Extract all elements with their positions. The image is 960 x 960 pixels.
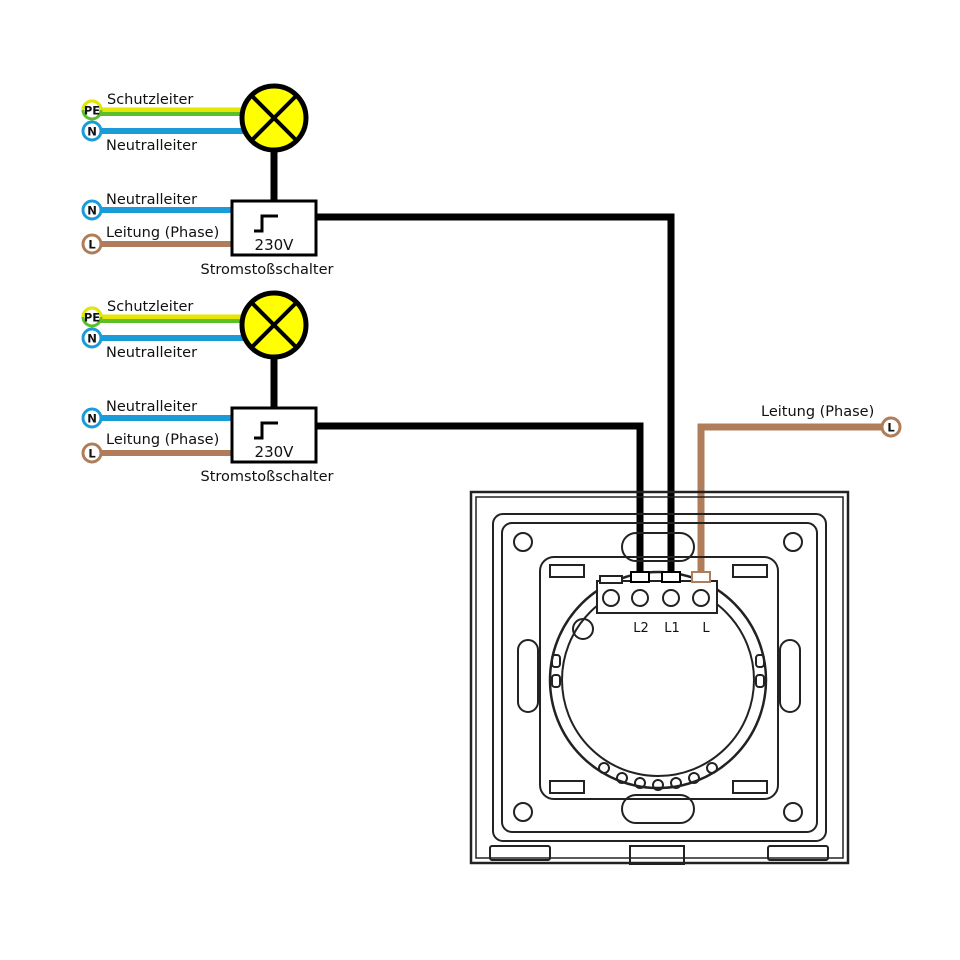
relay-step-icon [254,421,278,440]
neutral-badge: N [81,327,103,349]
neutral-badge: N [81,120,103,142]
relay-phase-badge-text: L [88,238,96,252]
circuit-2: PE Schutzleiter N Neutralleiter N Neutra… [81,290,644,581]
neutral-label: Neutralleiter [106,138,197,154]
terminal-clamp-l [691,571,711,583]
relay-label: Stromstoßschalter [201,262,334,278]
terminal-screw-l1 [662,589,680,607]
neutral-label: Neutralleiter [106,345,197,361]
pe-badge-text: PE [84,104,100,118]
relay-neutral-badge-text: N [87,412,97,426]
supply-phase-badge: L [880,416,902,438]
supply-phase: Leitung (Phase) L [697,404,902,581]
relay-output-wire [316,422,644,581]
pe-label: Schutzleiter [107,299,193,315]
neutral-badge-text: N [87,332,97,346]
relay-step-icon [254,214,278,233]
relay-neutral-label: Neutralleiter [106,192,197,208]
wall-switch [469,490,850,865]
relay-label: Stromstoßschalter [201,469,334,485]
relay-neutral-badge: N [81,199,103,221]
pe-badge: PE [81,306,103,328]
impulse-relay: 230V [230,199,318,257]
terminal-screw [602,589,620,607]
terminal-label-l2: L2 [633,621,649,636]
pe-label: Schutzleiter [107,92,193,108]
circuit-1: PE Schutzleiter N Neutralleiter N Neutra… [81,83,675,581]
terminal-label-l1: L1 [664,621,680,636]
relay-neutral-badge: N [81,407,103,429]
relay-phase-badge-text: L [88,447,96,461]
lamp-icon [239,83,309,153]
terminal-screw-l [692,589,710,607]
pe-wire [100,314,245,323]
terminal-clamp-l1 [661,571,681,583]
relay-phase-label: Leitung (Phase) [106,432,219,448]
relay-neutral-label: Neutralleiter [106,399,197,415]
pe-badge: PE [81,99,103,121]
relay-phase-label: Leitung (Phase) [106,225,219,241]
relay-neutral-badge-text: N [87,204,97,218]
supply-phase-label: Leitung (Phase) [761,404,874,420]
supply-phase-badge-text: L [887,421,895,435]
relay-voltage: 230V [255,236,295,254]
relay-phase-badge: L [81,442,103,464]
terminal-screw-l2 [631,589,649,607]
pe-wire [100,107,245,116]
supply-phase-wire [697,423,882,581]
lamp-icon [239,290,309,360]
neutral-badge-text: N [87,125,97,139]
relay-output-wire [316,213,675,581]
relay-phase-badge: L [81,233,103,255]
relay-voltage: 230V [255,443,295,461]
terminal-label-l: L [702,621,710,636]
impulse-relay: 230V [230,406,318,464]
terminal-clamp-l2 [630,571,650,583]
pe-badge-text: PE [84,311,100,325]
